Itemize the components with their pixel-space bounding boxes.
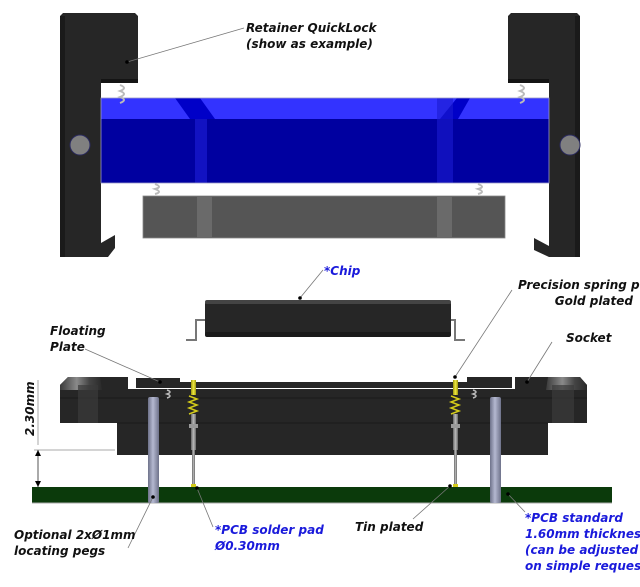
- label-dimension: 2.30mm: [23, 381, 37, 436]
- dimension-2-30mm: [34, 380, 115, 487]
- label-solder-pad-line1: *PCB solder pad: [215, 523, 324, 537]
- locating-peg-left: [148, 397, 159, 503]
- chip: [186, 300, 465, 341]
- label-spring-pins-line2: Gold plated: [555, 294, 634, 308]
- label-socket: Socket: [566, 331, 613, 345]
- blue-lid: [100, 97, 550, 184]
- label-retainer-line2: (show as example): [246, 37, 373, 51]
- spring-pin-right: [448, 380, 462, 487]
- spring-pin-left: [186, 380, 200, 487]
- gray-block: [142, 195, 506, 239]
- floating-plate: [128, 374, 514, 399]
- label-chip: *Chip: [324, 264, 361, 278]
- retainer-left: [60, 13, 138, 257]
- label-tin-plated: Tin plated: [355, 520, 424, 534]
- retainer-right: [508, 13, 581, 257]
- pcb-board: [32, 487, 612, 504]
- lid-springs: [117, 84, 525, 195]
- label-pcb-line4: on simple request): [525, 559, 640, 573]
- label-floating-plate-line2: Plate: [50, 340, 85, 354]
- label-retainer-line1: Retainer QuickLock: [246, 21, 377, 35]
- label-solder-pad-line2: Ø0.30mm: [214, 539, 280, 553]
- label-floating-plate-line1: Floating: [50, 324, 106, 338]
- label-pegs-line2: locating pegs: [14, 544, 105, 558]
- label-pegs-line1: Optional 2xØ1mm: [14, 528, 135, 542]
- leader-dots: [125, 60, 529, 499]
- label-pcb-line2: 1.60mm thickness: [525, 527, 640, 541]
- label-pcb-line3: (can be adjusted: [525, 543, 639, 557]
- leader-lines: [84, 27, 553, 549]
- label-spring-pins-line1: Precision spring pins: [518, 278, 640, 292]
- locating-peg-right: [490, 397, 501, 503]
- label-pcb-line1: *PCB standard: [525, 511, 623, 525]
